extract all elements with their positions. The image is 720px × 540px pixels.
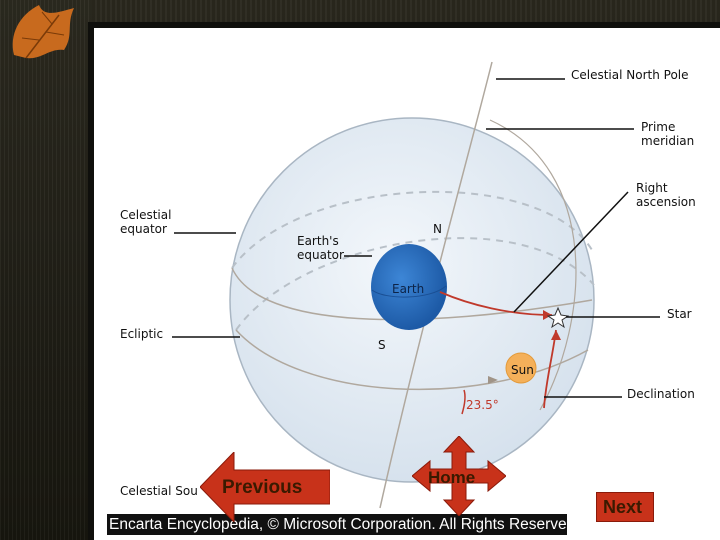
label-earths-equator: Earth's equator [297, 234, 344, 262]
label-sun: Sun [511, 363, 534, 377]
label-south: S [378, 338, 386, 352]
next-label: Next [603, 497, 642, 518]
label-declination: Declination [627, 387, 695, 401]
copyright-bar: Encarta Encyclopedia, © Microsoft Corpor… [107, 514, 567, 535]
label-earth: Earth [392, 282, 424, 296]
label-angle: 23.5° [466, 398, 499, 412]
label-right-ascension: Right ascension [636, 181, 696, 209]
home-button[interactable]: Home [412, 436, 506, 516]
label-star: Star [667, 307, 692, 321]
label-celestial-equator: Celestial equator [120, 208, 171, 236]
home-label: Home [428, 468, 475, 488]
label-celestial-south-pole: Celestial Sou [120, 484, 198, 498]
next-button[interactable]: Next [596, 492, 654, 522]
previous-label: Previous [222, 477, 302, 499]
label-celestial-north-pole: Celestial North Pole [571, 68, 689, 82]
label-north: N [433, 222, 442, 236]
label-prime-meridian: Prime meridian [641, 120, 694, 148]
label-ecliptic: Ecliptic [120, 327, 163, 341]
previous-button[interactable]: Previous [200, 452, 330, 522]
